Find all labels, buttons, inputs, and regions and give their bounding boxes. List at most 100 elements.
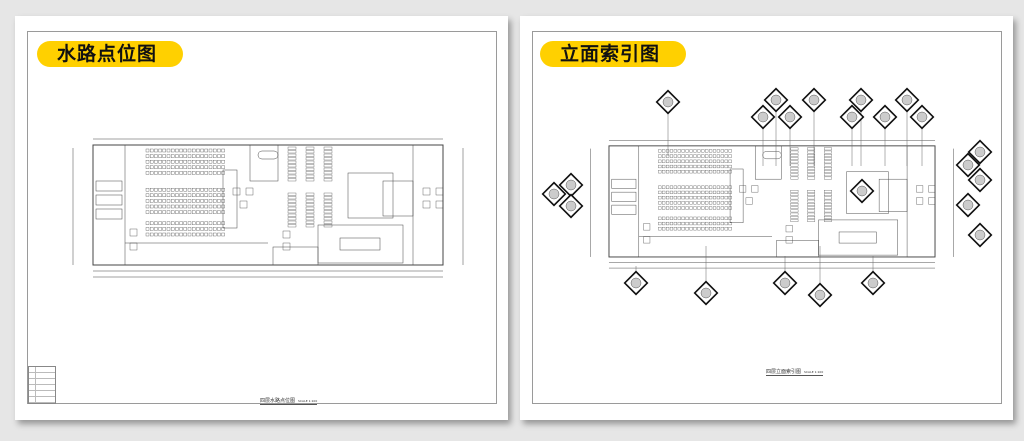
seat	[677, 206, 681, 210]
workstation	[807, 166, 816, 170]
workstation	[807, 203, 816, 206]
seat	[221, 160, 225, 164]
seat	[145, 232, 150, 237]
seat	[658, 154, 662, 158]
seat	[179, 193, 183, 197]
workstation	[790, 176, 799, 180]
seat	[171, 160, 175, 164]
elevation-marker-center	[901, 94, 913, 106]
seat	[204, 193, 208, 197]
workstation	[824, 170, 832, 173]
seat	[154, 227, 158, 231]
seat	[673, 221, 677, 226]
small-room	[611, 191, 637, 202]
seat	[673, 149, 677, 153]
workstation	[807, 209, 816, 213]
seat	[724, 164, 728, 169]
elevation-marker-center	[856, 185, 868, 197]
seat	[658, 185, 662, 189]
workstation	[824, 147, 832, 151]
plan-group	[72, 138, 464, 278]
seat	[689, 206, 693, 210]
seat	[728, 206, 732, 210]
seat	[183, 154, 187, 158]
workstation	[305, 217, 315, 221]
seat	[669, 154, 674, 158]
seat	[145, 148, 150, 153]
table-set	[232, 187, 241, 196]
seat	[724, 170, 728, 174]
workstation	[807, 199, 816, 203]
seat	[145, 227, 150, 231]
workstation	[323, 153, 333, 157]
seat	[693, 149, 697, 153]
seat	[208, 148, 213, 153]
seat	[673, 196, 677, 200]
seat	[689, 154, 693, 158]
table-set	[129, 242, 138, 251]
seat	[154, 165, 158, 169]
elevation-marker-center	[565, 179, 577, 191]
seat	[701, 159, 705, 163]
seat	[196, 227, 200, 231]
seat	[200, 160, 204, 164]
seat	[204, 148, 208, 153]
seat	[154, 221, 158, 225]
seat	[213, 232, 217, 237]
workstation	[323, 217, 333, 221]
seat	[685, 185, 689, 189]
table-set	[745, 197, 753, 205]
seat	[681, 196, 685, 200]
seat	[200, 210, 204, 214]
seat	[689, 170, 693, 174]
oval-table	[762, 151, 782, 160]
seat	[171, 221, 175, 225]
elevation-marker-center	[565, 200, 577, 212]
seat	[208, 221, 213, 225]
elevation-marker-center	[962, 199, 974, 211]
floor-plan-drawing	[72, 138, 464, 278]
seat	[669, 159, 674, 163]
seat	[716, 216, 720, 220]
workstation	[807, 219, 816, 222]
seat	[697, 227, 701, 231]
seat	[200, 227, 204, 231]
workstation	[287, 167, 297, 171]
seat	[658, 216, 662, 220]
seat	[145, 154, 150, 158]
seat	[662, 164, 666, 169]
seat	[183, 171, 187, 175]
seat	[709, 201, 713, 205]
elevation-marker-center	[779, 277, 791, 289]
seat	[697, 170, 701, 174]
seat	[187, 210, 192, 214]
seat	[179, 154, 183, 158]
workstation	[807, 176, 816, 180]
seat	[204, 188, 208, 192]
seat	[697, 185, 701, 189]
seat	[221, 221, 225, 225]
room	[92, 144, 126, 266]
elevation-marker-center	[784, 111, 796, 123]
seat	[162, 165, 166, 169]
seat	[705, 164, 709, 169]
workstation	[305, 213, 315, 217]
workstation	[790, 173, 799, 177]
seat	[200, 204, 204, 209]
seat	[712, 149, 717, 153]
seat	[701, 149, 705, 153]
seat	[673, 216, 677, 220]
workstation	[824, 163, 832, 167]
seat	[701, 164, 705, 169]
elevation-marker-center	[974, 146, 986, 158]
drawing-frame	[532, 31, 1002, 404]
seat	[666, 201, 670, 205]
seat	[662, 185, 666, 189]
seat	[166, 210, 171, 214]
seat	[681, 227, 685, 231]
workstation	[790, 190, 799, 193]
outer-wall	[92, 144, 444, 266]
seat	[709, 196, 713, 200]
workstation	[807, 147, 816, 151]
